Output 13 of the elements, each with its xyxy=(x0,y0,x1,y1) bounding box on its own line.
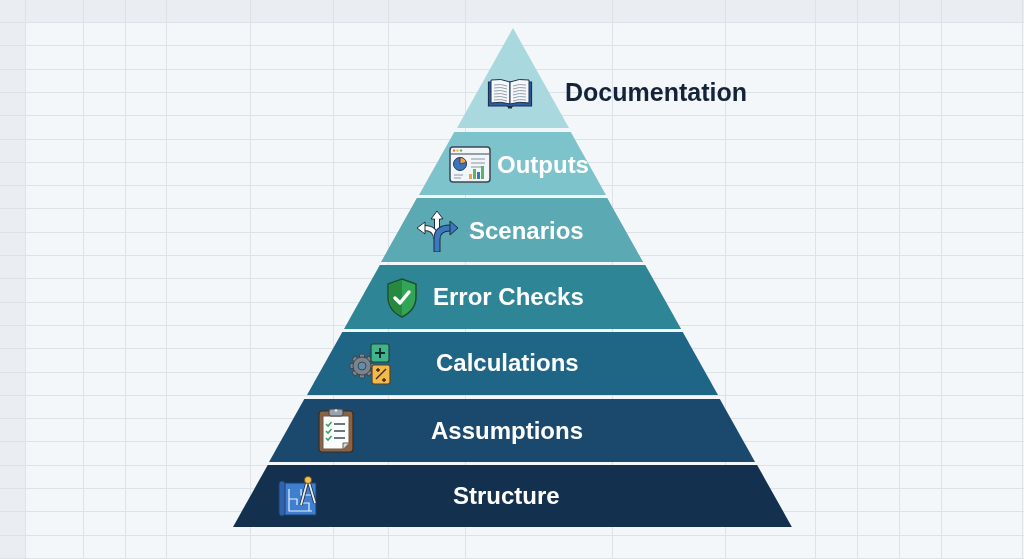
tier-label: Assumptions xyxy=(431,417,583,445)
pyramid-tier xyxy=(343,265,682,329)
pyramid-tier xyxy=(381,198,644,262)
tier-label: Scenarios xyxy=(469,217,584,245)
tier-label: Error Checks xyxy=(433,283,584,311)
pyramid-tier xyxy=(306,332,718,395)
pyramid-tier xyxy=(418,132,606,195)
tier-label: Calculations xyxy=(436,349,579,377)
pyramid-tier xyxy=(233,465,792,527)
tier-label: Documentation xyxy=(565,78,747,106)
pyramid-tier xyxy=(269,399,756,462)
tier-label: Outputs xyxy=(497,151,589,179)
tier-label: Structure xyxy=(453,482,560,510)
